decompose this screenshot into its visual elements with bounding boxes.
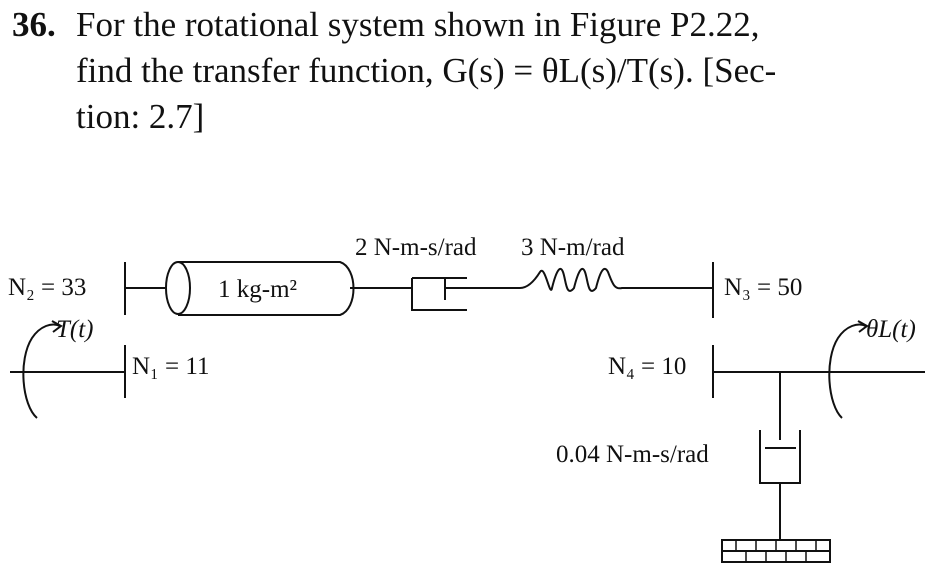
label-n4: N₄ = 10 bbox=[608, 353, 687, 380]
problem-line-2: find the transfer function, G(s) = θL(s)… bbox=[76, 51, 777, 90]
label-n2: N₂ = 33 bbox=[8, 274, 87, 301]
label-spring: 3 N-m/rad bbox=[521, 234, 625, 261]
torque-arrowhead-T bbox=[51, 320, 63, 333]
problem-line-1: For the rotational system shown in Figur… bbox=[76, 5, 760, 44]
damper-1 bbox=[411, 277, 467, 311]
output-arrow-thetaL bbox=[828, 323, 867, 419]
inertia-end-face bbox=[165, 261, 191, 315]
label-inertia: 1 kg-m² bbox=[218, 276, 298, 303]
label-n1: N₁ = 11 bbox=[132, 353, 210, 380]
label-damper-2: 0.04 N-m-s/rad bbox=[556, 441, 709, 468]
label-torque: T(t) bbox=[56, 316, 94, 343]
torque-arrow-T bbox=[22, 323, 61, 419]
ground-hatch bbox=[735, 540, 817, 562]
problem-number: 36. bbox=[12, 5, 56, 44]
spring bbox=[519, 267, 713, 292]
label-n3: N₃ = 50 bbox=[724, 274, 803, 301]
output-arrowhead-thetaL bbox=[857, 320, 869, 333]
problem-line-3: tion: 2.7] bbox=[76, 97, 205, 136]
label-damper-1: 2 N-m-s/rad bbox=[355, 234, 477, 261]
label-thetaL: θL(t) bbox=[866, 316, 916, 343]
